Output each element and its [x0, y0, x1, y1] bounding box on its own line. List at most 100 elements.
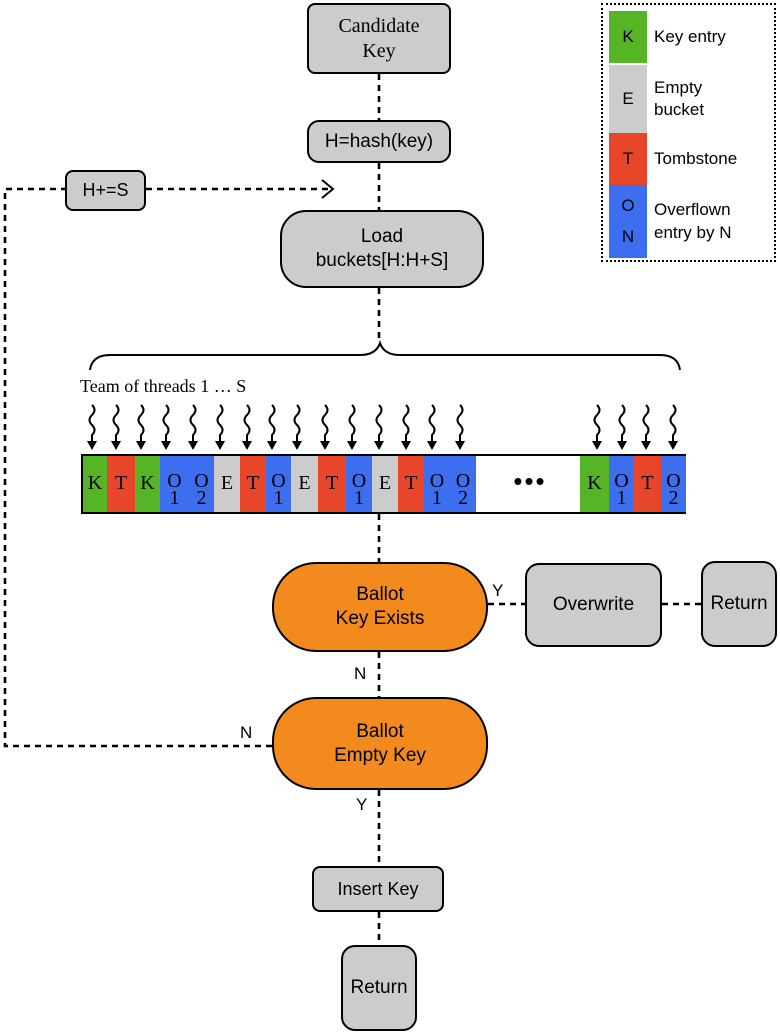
bucket-subscript: 2 [458, 487, 468, 509]
bucket-letter: O [455, 470, 471, 492]
legend: K Key entry E Empty bucket T Tombstone O… [601, 3, 776, 262]
edge-label-exists-no: N [354, 664, 367, 683]
thread-arrowhead [267, 441, 277, 450]
legend-empty-bucket: E Empty bucket [609, 65, 774, 133]
bucket-letter: O [194, 470, 209, 492]
bucket-letter: T [404, 472, 418, 494]
thread-arrowhead [161, 441, 171, 450]
hash-box: H=hash(key) [307, 120, 451, 163]
bucket-subscript: 1 [432, 487, 442, 509]
legend-tombstone-label: Tombstone [654, 148, 738, 168]
thread-arrow [112, 404, 120, 444]
thread-arrow [593, 404, 601, 444]
thread-arrow [293, 404, 301, 444]
thread-arrowhead [87, 441, 97, 450]
bucket-subscript: 2 [668, 487, 679, 509]
bucket-letter: K [140, 472, 155, 494]
thread-arrowhead [347, 441, 357, 450]
bucket-letter: T [114, 472, 128, 494]
bucket-letter: E [220, 472, 234, 494]
thread-arrowhead [188, 441, 198, 450]
edge-label-exists-yes: Y [492, 581, 504, 600]
thread-arrow [88, 404, 96, 444]
legend-overflown-swatch: O N [609, 185, 647, 258]
bucket-letter: O [167, 470, 182, 492]
legend-empty-label: Empty bucket [654, 77, 705, 119]
return-bottom-box: Return [341, 945, 417, 1031]
bucket-subscript: 1 [354, 487, 364, 509]
retry-arrowhead [321, 179, 335, 199]
load-buckets-box: Load buckets[H:H+S] [280, 210, 484, 288]
bucket-letter: O [614, 470, 629, 492]
thread-arrowhead [617, 441, 627, 450]
bucket-letter: E [298, 472, 311, 494]
thread-arrowhead [668, 441, 678, 450]
bucket-subscript: 1 [273, 487, 284, 509]
team-of-threads-label: Team of threads 1 … S [80, 376, 247, 396]
candidate-key-box: Candidate Key [307, 3, 451, 74]
thread-arrowhead [111, 441, 121, 450]
thread-arrowhead [427, 441, 437, 450]
thread-arrow [268, 404, 276, 444]
ballot-key-exists: Ballot Key Exists [272, 562, 488, 652]
bucket-cell: T [634, 456, 661, 512]
thread-arrowhead [242, 441, 252, 450]
thread-arrow [618, 404, 626, 444]
bucket-letter: K [587, 472, 602, 494]
legend-key-symbol: K [622, 27, 634, 46]
edge-retry-loop [3, 187, 272, 748]
legend-key-swatch: K [609, 11, 647, 63]
bucket-cell: K [135, 456, 160, 512]
legend-overflown: O N Overflown entry by N [609, 185, 774, 258]
thread-arrow [456, 404, 464, 444]
bucket-cell: K [580, 456, 609, 512]
bucket-letter: T [246, 472, 260, 494]
bucket-letter: O [429, 470, 445, 492]
thread-arrow [162, 404, 170, 444]
bucket-cell: E [291, 456, 318, 512]
bucket-cell: E [372, 456, 398, 512]
edge-label-empty-no: N [240, 723, 253, 742]
thread-arrowhead [455, 441, 465, 450]
legend-key-label: Key entry [654, 26, 726, 46]
thread-arrow [321, 404, 329, 444]
legend-empty-symbol: E [622, 89, 634, 108]
edge-label-empty-yes: Y [356, 795, 368, 814]
thread-arrowhead [641, 441, 651, 450]
thread-arrowhead [292, 441, 302, 450]
thread-arrow [642, 404, 650, 444]
thread-arrowhead [401, 441, 411, 450]
legend-overflown-symbol: O [621, 196, 635, 215]
return-right-box: Return [701, 561, 777, 647]
legend-overflown-label: Overflown entry by N [654, 200, 732, 242]
legend-overflown-subscript: N [621, 227, 635, 246]
thread-arrow [189, 404, 197, 444]
thread-arrowhead [592, 441, 602, 450]
overwrite-box: Overwrite [525, 563, 662, 647]
bucket-cell: K [83, 456, 107, 512]
ballot-empty-key: Ballot Empty Key [272, 697, 488, 790]
thread-arrow [669, 404, 677, 444]
bucket-letter: K [87, 472, 103, 494]
legend-key-entry: K Key entry [609, 11, 774, 63]
thread-arrow [428, 404, 436, 444]
increment-box: H+=S [65, 170, 146, 211]
thread-arrow [216, 404, 224, 444]
legend-empty-swatch: E [609, 65, 647, 133]
thread-arrow [137, 404, 145, 444]
thread-arrowhead [320, 441, 330, 450]
bucket-cell: T [398, 456, 424, 512]
thread-arrow [402, 404, 410, 444]
thread-arrowhead [136, 441, 146, 450]
insert-key-box: Insert Key [312, 866, 444, 912]
thread-arrowhead [374, 441, 384, 450]
thread-arrow [375, 404, 383, 444]
